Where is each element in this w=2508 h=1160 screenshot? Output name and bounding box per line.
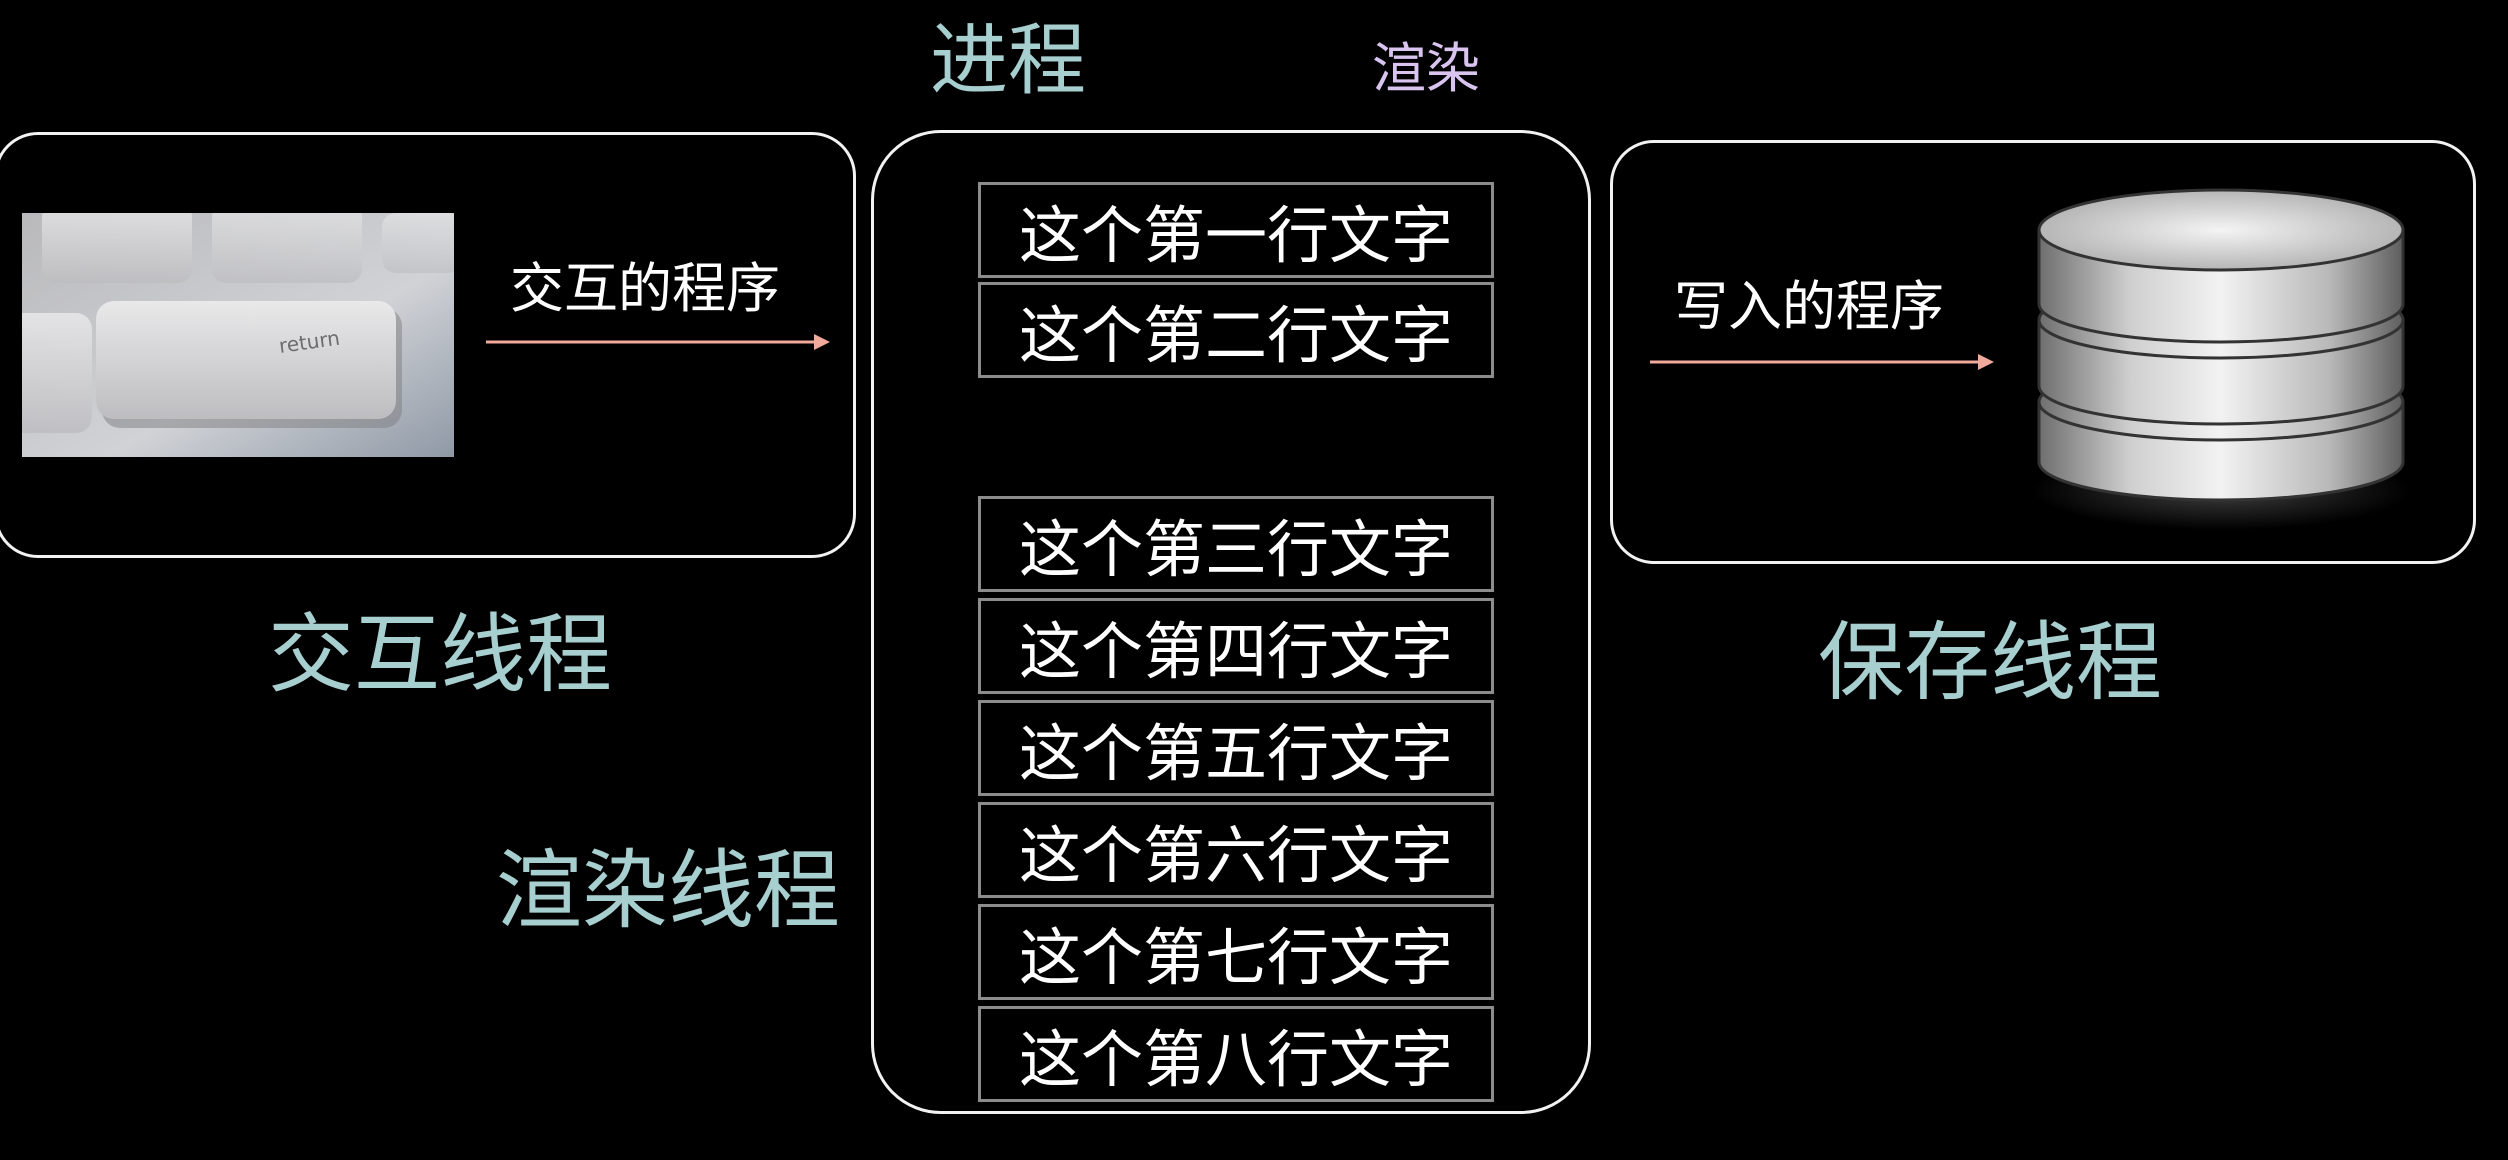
text-row-1: 这个第一行文字 — [978, 182, 1494, 278]
text-row-6: 这个第六行文字 — [978, 802, 1494, 898]
render-label: 渲染 — [1372, 37, 1480, 100]
render-thread-label: 渲染线程 — [496, 841, 840, 941]
text-row-5: 这个第五行文字 — [978, 700, 1494, 796]
render-panel — [871, 130, 1591, 1114]
save-arrow-label: 写入的程序 — [1674, 275, 1944, 338]
save-panel — [1610, 140, 2476, 564]
text-row-4: 这个第四行文字 — [978, 598, 1494, 694]
text-row-2: 这个第二行文字 — [978, 282, 1494, 378]
interaction-thread-label: 交互线程 — [268, 605, 612, 705]
text-row-8: 这个第八行文字 — [978, 1006, 1494, 1102]
text-row-3: 这个第三行文字 — [978, 496, 1494, 592]
interaction-arrow-label: 交互的程序 — [510, 257, 780, 320]
save-thread-label: 保存线程 — [1818, 613, 2162, 713]
process-title: 进程 — [930, 16, 1087, 106]
database-icon — [2031, 188, 2411, 530]
interaction-arrow — [486, 334, 830, 350]
save-arrow — [1650, 354, 1994, 370]
keyboard-image: return — [22, 213, 454, 457]
text-row-7: 这个第七行文字 — [978, 904, 1494, 1000]
interaction-panel — [0, 132, 856, 558]
